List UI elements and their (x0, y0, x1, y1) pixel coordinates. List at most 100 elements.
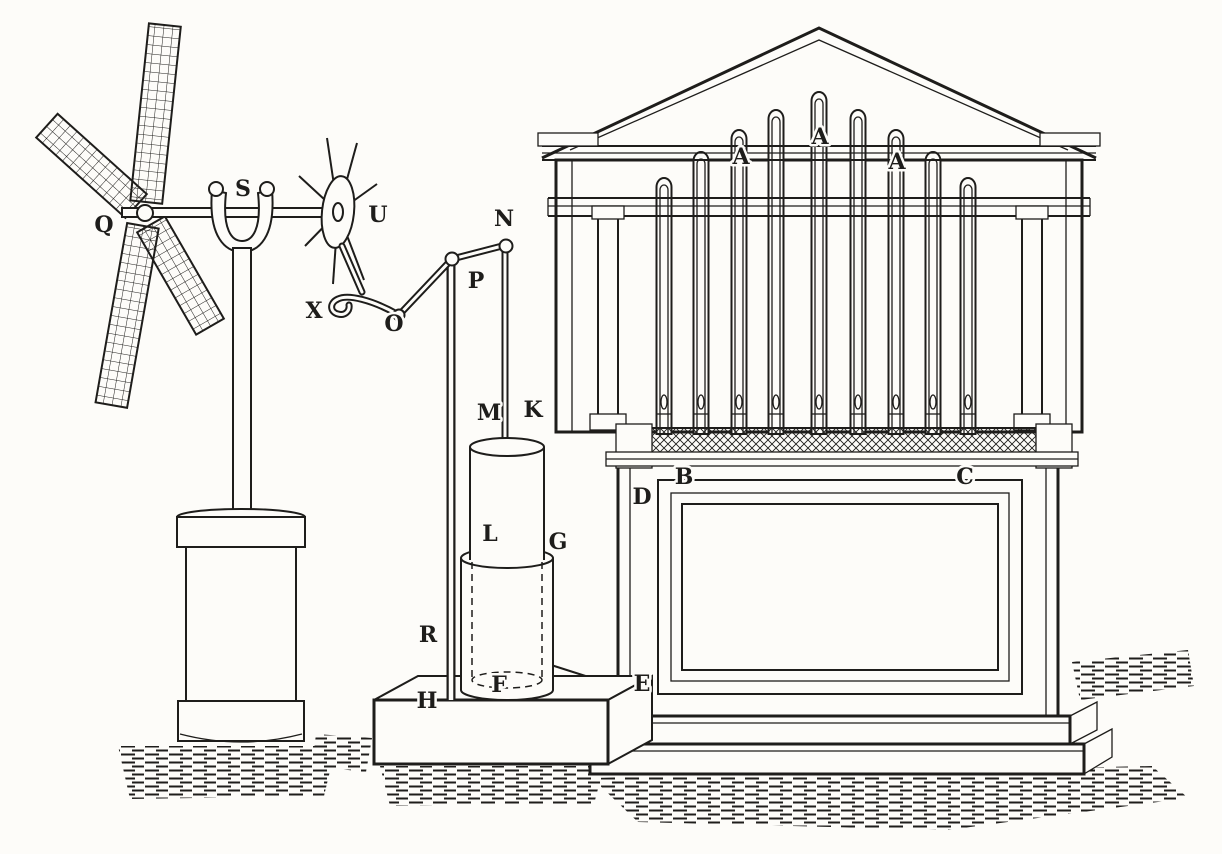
organ-pipe (655, 177, 673, 435)
label-s: S (235, 176, 251, 202)
pipe-body (692, 151, 710, 435)
label-l: L (482, 521, 497, 547)
pipe-inner-line (963, 184, 973, 434)
pump-piston-sides (469, 447, 545, 560)
pump-piston-top (469, 437, 545, 457)
organ (537, 26, 1113, 776)
pipe-mouth (735, 394, 743, 410)
pedestal-foot (177, 700, 305, 742)
label-n: N (494, 206, 514, 232)
molding-end-ticks (547, 198, 1091, 216)
pediment-raking-inner (569, 39, 1069, 151)
label-k: K (523, 397, 543, 423)
organ-pipe (924, 151, 942, 435)
pediment-raking-cornice (541, 26, 1097, 160)
support-post (232, 247, 252, 519)
pipe-body (887, 129, 905, 435)
organ-pipe (810, 91, 828, 435)
pipe-mouth (697, 394, 705, 410)
pipe-inner-line (814, 98, 824, 434)
pipe-inner-line (734, 136, 744, 434)
windmill-sail (94, 221, 160, 409)
ground-hatch (118, 746, 336, 799)
organ-pipe (887, 129, 905, 435)
pipe-mouth (660, 394, 668, 410)
label-b: B (675, 464, 694, 490)
windmill-sail (34, 112, 149, 220)
pipe-body (767, 109, 785, 435)
pipe-body (730, 129, 748, 435)
organ-pipe (692, 151, 710, 435)
chest-panel-inner (681, 503, 999, 671)
pump-outer-cylinder (460, 558, 554, 701)
ground-hatch (1072, 650, 1194, 700)
fork-knob (259, 181, 275, 197)
pump-plinth-front (372, 698, 610, 766)
pediment-corner-block (537, 132, 599, 147)
label-g: G (549, 529, 568, 555)
pipe-mouth (854, 394, 862, 410)
pivot-o (392, 308, 406, 322)
pipe-shelf (605, 423, 1079, 469)
label-h: H (417, 688, 438, 714)
label-f: F (491, 672, 507, 698)
pipe-body (924, 151, 942, 435)
pipe-mouth (892, 394, 900, 410)
windmill-sail (135, 215, 226, 336)
label-c: C (956, 464, 974, 490)
base-step-lower (588, 742, 1086, 776)
chest-panel-outer (657, 479, 1023, 695)
windmill-hub (136, 204, 154, 222)
part-labels: Q S U X O N P M K L G R H F D E B C A A … (92, 122, 976, 717)
pipe-body (849, 109, 867, 435)
pipe-inner-line (659, 184, 669, 434)
pipe-mouth (929, 394, 937, 410)
label-q: Q (94, 212, 113, 238)
pipe-inner-line (891, 136, 901, 434)
base-step-upper (602, 714, 1072, 746)
chest-body (616, 454, 1060, 718)
pipe-inner-line (771, 116, 781, 434)
label-a1: A (731, 144, 750, 170)
label-e: E (634, 671, 651, 697)
label-a3: A (887, 149, 906, 175)
label-m: M (477, 400, 501, 426)
pump-piston-fill (470, 447, 544, 560)
label-u: U (368, 202, 387, 228)
base-step-side (1069, 700, 1098, 746)
label-o: O (384, 311, 403, 337)
organ-pipe (730, 129, 748, 435)
crank-link-inner (340, 244, 364, 294)
wheel-hub (332, 202, 344, 222)
label-x: X (305, 298, 323, 324)
organ-pipe (959, 177, 977, 435)
wind-chest (616, 454, 1060, 718)
label-a2: A (810, 124, 829, 150)
entablature-molding (547, 197, 1091, 217)
pedestal-foot-curve (179, 733, 303, 743)
pediment-corner-block (1039, 132, 1101, 147)
organ-pipe (767, 109, 785, 435)
windmill (34, 22, 347, 743)
right-pilaster (1021, 218, 1043, 426)
ground-hatch (312, 734, 372, 772)
pilasters (571, 160, 1067, 432)
crank-linkage (328, 238, 514, 322)
pivot-n (498, 238, 514, 254)
chest-panel-middle (670, 492, 1010, 682)
left-pilaster (597, 218, 619, 426)
label-r: R (419, 622, 438, 648)
label-d: D (632, 484, 651, 510)
pilaster-capital (591, 205, 625, 220)
pilaster-capital (1015, 205, 1049, 220)
pedestal-body (185, 546, 297, 702)
crank-hook-inner (330, 295, 399, 316)
pipe-mouth (815, 394, 823, 410)
pipe-mouth (772, 394, 780, 410)
pedestal-cap (176, 516, 306, 548)
label-p: P (468, 268, 485, 294)
ground-hatch (380, 766, 604, 806)
pipe-mouth (964, 394, 972, 410)
air-pump (372, 248, 653, 766)
